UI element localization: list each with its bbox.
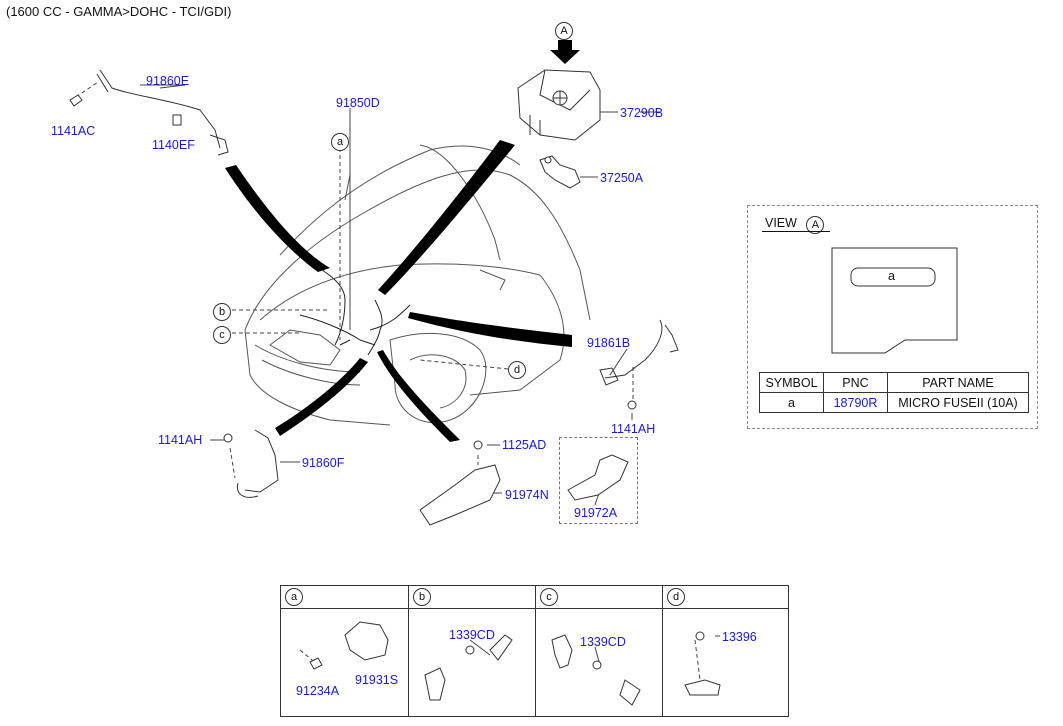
label-91860F[interactable]: 91860F — [302, 456, 345, 470]
swoosh-91974N — [377, 350, 460, 442]
fuse-table-header: SYMBOL PNC PART NAME — [759, 372, 1029, 393]
label-91860E[interactable]: 91860E — [146, 74, 190, 88]
label-37250A[interactable]: 37250A — [600, 171, 644, 185]
detail-c-drawing — [551, 634, 641, 706]
label-1141AC[interactable]: 1141AC — [51, 124, 96, 138]
callout-c[interactable]: c — [213, 326, 231, 344]
fuse-table: SYMBOL PNC PART NAME a 18790R MICRO FUSE… — [759, 372, 1029, 413]
detail-table: a b c d — [280, 585, 789, 717]
view-a-panel — [747, 205, 1038, 429]
view-a-marker: A — [806, 216, 825, 234]
label-1339CD-b[interactable]: 1339CD — [449, 628, 495, 642]
box-91972A — [559, 437, 638, 524]
label-91850D[interactable]: 91850D — [336, 96, 380, 110]
fuse-slot-label: a — [888, 269, 895, 283]
detail-a-marker: a — [285, 588, 303, 606]
bolt-1141AC — [69, 94, 83, 107]
swoosh-91860E — [225, 165, 330, 272]
label-1339CD-c[interactable]: 1339CD — [580, 635, 626, 649]
detail-b-marker: b — [413, 588, 431, 606]
detail-b-header: b — [409, 586, 536, 609]
col-part-name: PART NAME — [887, 372, 1029, 393]
detail-c-marker: c — [540, 588, 558, 606]
view-label: VIEW — [765, 216, 797, 230]
detail-panel-d: d — [662, 586, 789, 716]
view-a-arrow — [550, 40, 580, 64]
detail-panel-c: c — [535, 586, 663, 716]
label-1141AH-right[interactable]: 1141AH — [611, 422, 656, 436]
detail-d-drawing — [684, 631, 721, 696]
detail-a-header: a — [281, 586, 409, 609]
swoosh-91860F — [275, 358, 368, 436]
label-1140EF[interactable]: 1140EF — [152, 138, 195, 152]
callout-a[interactable]: a — [331, 133, 349, 151]
label-91861B[interactable]: 91861B — [587, 336, 631, 350]
main-wire-harness — [299, 264, 411, 356]
cable-91861B — [599, 319, 679, 386]
protector-91974N — [419, 464, 501, 526]
protector-91972A — [567, 454, 629, 501]
cable-91860E — [96, 69, 229, 156]
cable-91860F — [236, 429, 279, 498]
label-37290B[interactable]: 37290B — [620, 106, 664, 120]
sensor-37250A — [539, 155, 581, 189]
detail-panel-b: b — [408, 586, 536, 716]
view-title-underline — [762, 231, 830, 232]
cell-symbol: a — [759, 392, 824, 413]
fuse-table-row: a 18790R MICRO FUSEII (10A) — [759, 392, 1029, 413]
label-91974N[interactable]: 91974N — [505, 488, 549, 502]
label-13396[interactable]: 13396 — [722, 630, 757, 644]
fuse-box-37290B — [517, 69, 601, 141]
label-91931S[interactable]: 91931S — [355, 673, 399, 687]
engine-spec-title: (1600 CC - GAMMA>DOHC - TCI/GDI) — [6, 4, 232, 19]
swoosh-91861B — [408, 312, 572, 347]
swoosh-37290B — [378, 140, 515, 295]
bolt-1141AH-left — [223, 433, 233, 443]
label-1141AH-left[interactable]: 1141AH — [158, 433, 203, 447]
detail-c-header: c — [536, 586, 663, 609]
col-pnc: PNC — [823, 372, 888, 393]
bolt-1141AH-right — [627, 400, 637, 410]
fuse-slot-a — [850, 267, 936, 287]
callout-d[interactable]: d — [508, 361, 526, 379]
col-symbol: SYMBOL — [759, 372, 824, 393]
detail-d-header: d — [663, 586, 789, 609]
label-91234A[interactable]: 91234A — [296, 684, 340, 698]
clip-1125AD — [473, 440, 483, 450]
callout-b[interactable]: b — [213, 303, 231, 321]
detail-panel-a: a — [281, 586, 409, 716]
cell-pnc[interactable]: 18790R — [823, 392, 888, 413]
detail-d-marker: d — [667, 588, 685, 606]
view-a-callout[interactable]: A — [555, 22, 573, 40]
detail-a-drawing — [309, 621, 389, 670]
label-91972A[interactable]: 91972A — [574, 506, 618, 520]
view-a-title: VIEW A — [765, 215, 825, 234]
detail-b-drawing — [424, 634, 513, 701]
cell-part-name: MICRO FUSEII (10A) — [887, 392, 1029, 413]
bolt-1140EF — [172, 114, 182, 126]
label-1125AD[interactable]: 1125AD — [502, 438, 547, 452]
car-outline — [244, 144, 591, 426]
